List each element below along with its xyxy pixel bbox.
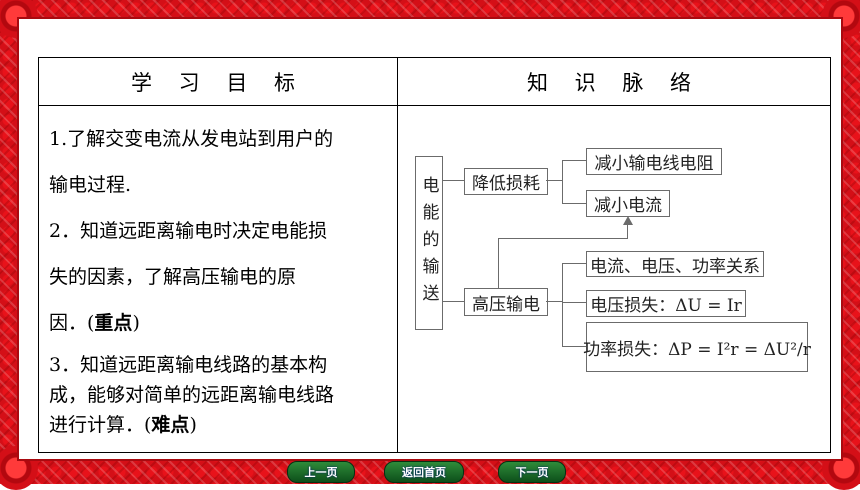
difficult-point-label: 难点 bbox=[151, 414, 190, 436]
goal-line: 失的因素，了解高压输电的原 bbox=[49, 266, 297, 288]
root-node: 电能的输送 bbox=[415, 156, 443, 330]
home-button[interactable]: 返回首页 bbox=[384, 461, 464, 483]
node-power-loss: 功率损失：ΔP = I²r = ΔU²/r bbox=[583, 322, 811, 372]
goal-line: 输电过程. bbox=[49, 174, 132, 196]
node-high-voltage: 高压输电 bbox=[464, 288, 548, 316]
connector-line bbox=[562, 346, 586, 347]
learning-goals-cell: 1.了解交变电流从发电站到用户的 输电过程. 2．知道远距离输电时决定电能损 失… bbox=[38, 105, 398, 453]
next-page-button[interactable]: 下一页 bbox=[498, 461, 566, 483]
goal-line: 1.了解交变电流从发电站到用户的 bbox=[49, 128, 334, 150]
connector-line bbox=[442, 301, 464, 302]
connector-line bbox=[562, 203, 586, 204]
prev-page-label: 上一页 bbox=[304, 466, 338, 479]
next-page-label: 下一页 bbox=[515, 466, 549, 479]
connector-line bbox=[562, 263, 586, 264]
prev-page-button[interactable]: 上一页 bbox=[287, 461, 355, 483]
header-knowledge-map: 知 识 脉 络 bbox=[397, 57, 831, 106]
node-current-voltage-power: 电流、电压、功率关系 bbox=[586, 251, 764, 277]
learning-goals: 1.了解交变电流从发电站到用户的 输电过程. 2．知道远距离输电时决定电能损 失… bbox=[49, 116, 391, 440]
node-reduce-current: 减小电流 bbox=[586, 190, 670, 217]
knowledge-map-cell: 电能的输送 降低损耗 高压输电 减小输电线电阻 减小电流 bbox=[397, 105, 831, 453]
connector-line bbox=[562, 263, 563, 346]
slide-content: 学 习 目 标 知 识 脉 络 1.了解交变电流从发电站到用户的 输电过程. 2… bbox=[22, 22, 838, 456]
goal-line: 因．(重点) bbox=[49, 300, 391, 346]
goal-text: ) bbox=[132, 312, 140, 334]
goal-line: 进行计算．(难点) bbox=[49, 410, 391, 440]
goal-line: 2．知道远距离输电时决定电能损 bbox=[49, 220, 328, 242]
connector-line bbox=[498, 238, 628, 239]
connector-line bbox=[546, 301, 562, 302]
arrow-up-icon bbox=[623, 216, 633, 225]
connector-line bbox=[562, 302, 586, 303]
connector-line bbox=[442, 180, 464, 181]
key-point-label: 重点 bbox=[94, 312, 133, 334]
node-reduce-loss: 降低损耗 bbox=[464, 168, 548, 195]
connector-line bbox=[562, 160, 586, 161]
node-voltage-loss: 电压损失：ΔU = Ir bbox=[586, 290, 746, 317]
connector-line bbox=[562, 160, 563, 203]
header-learning-goals: 学 习 目 标 bbox=[38, 57, 398, 106]
goal-text: ) bbox=[189, 414, 197, 436]
objectives-table: 学 习 目 标 知 识 脉 络 1.了解交变电流从发电站到用户的 输电过程. 2… bbox=[38, 57, 831, 453]
node-reduce-resistance: 减小输电线电阻 bbox=[586, 148, 722, 175]
goal-line: 成，能够对简单的远距离输电线路 bbox=[49, 384, 335, 406]
connector-line bbox=[627, 224, 628, 239]
home-label: 返回首页 bbox=[402, 466, 446, 479]
connector-line bbox=[498, 238, 499, 288]
goal-text: 因．( bbox=[49, 312, 95, 334]
goal-text: 进行计算．( bbox=[49, 414, 152, 436]
connector-line bbox=[546, 180, 562, 181]
goal-line: 3．知道远距离输电线路的基本构 bbox=[49, 354, 328, 376]
